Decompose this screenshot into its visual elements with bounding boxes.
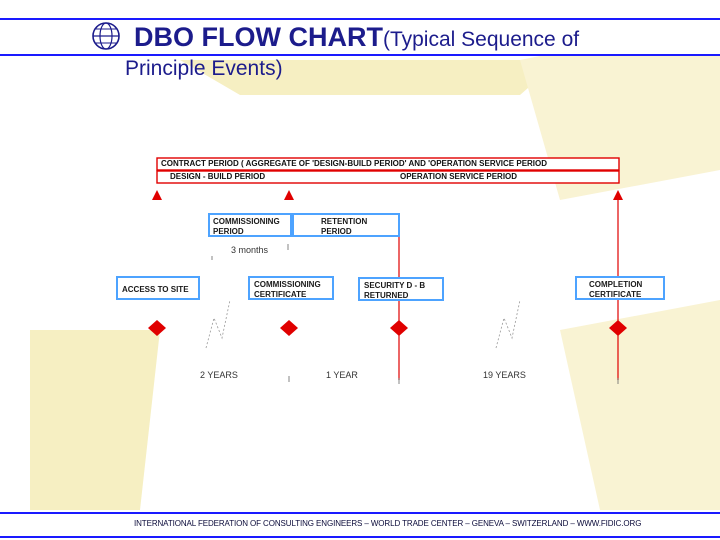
phase-period-bar bbox=[156, 170, 620, 184]
security-returned-box: SECURITY D - B RETURNED bbox=[358, 277, 444, 301]
retention-period-box: RETENTION PERIOD bbox=[292, 213, 400, 237]
commissioning-period-box: COMMISSIONING PERIOD bbox=[208, 213, 292, 237]
access-to-site-box: ACCESS TO SITE bbox=[116, 276, 200, 300]
milestone-diamond-1 bbox=[148, 320, 166, 336]
page-title: DBO FLOW CHART(Typical Sequence of bbox=[134, 20, 579, 57]
commissioning-certificate-box: COMMISSIONING CERTIFICATE bbox=[248, 276, 334, 300]
completion-certificate-box: COMPLETION CERTIFICATE bbox=[575, 276, 665, 300]
arrow-up-design-build-end bbox=[284, 190, 294, 200]
milestone-diamond-4 bbox=[609, 320, 627, 336]
arrow-up-start bbox=[152, 190, 162, 200]
milestone-diamond-3 bbox=[390, 320, 408, 336]
title-sub: (Typical Sequence of bbox=[382, 28, 580, 51]
duration-label-2: 1 YEAR bbox=[326, 370, 358, 380]
footer-bar bbox=[0, 512, 720, 538]
page-subtitle: Principle Events) bbox=[125, 57, 283, 80]
fidic-logo-icon bbox=[89, 20, 123, 52]
timeline-break-2 bbox=[495, 299, 521, 349]
timeline-break-1 bbox=[205, 299, 231, 349]
arrow-up-operation-end bbox=[613, 190, 623, 200]
contract-period-label: CONTRACT PERIOD ( AGGREGATE OF 'DESIGN-B… bbox=[161, 159, 548, 168]
footer-text: INTERNATIONAL FEDERATION OF CONSULTING E… bbox=[134, 519, 642, 528]
operation-period-label: OPERATION SERVICE PERIOD bbox=[400, 172, 518, 181]
three-months-label: 3 months bbox=[231, 245, 269, 255]
design-build-period-label: DESIGN - BUILD PERIOD bbox=[170, 172, 266, 181]
contract-period-bar bbox=[156, 157, 620, 171]
duration-label-3: 19 YEARS bbox=[483, 370, 526, 380]
milestone-diamond-2 bbox=[280, 320, 298, 336]
duration-label-1: 2 YEARS bbox=[200, 370, 238, 380]
title-main: DBO FLOW CHART bbox=[134, 22, 383, 52]
